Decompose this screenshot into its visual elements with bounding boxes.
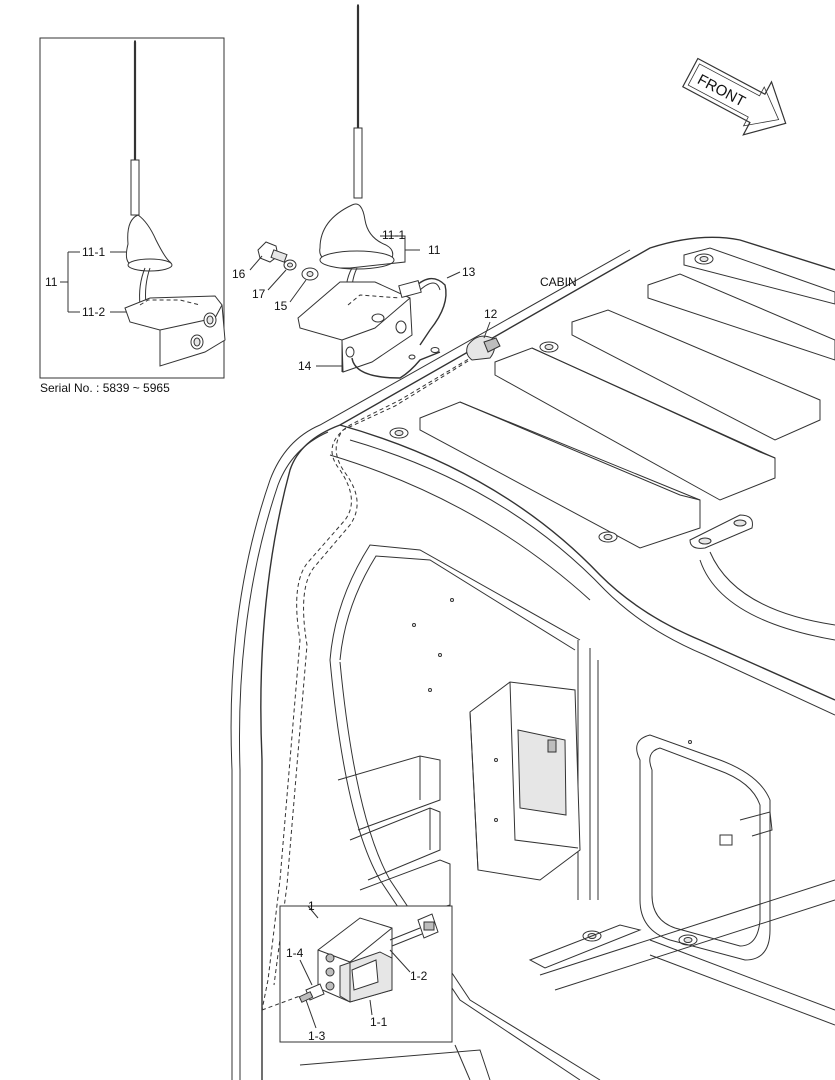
label-1: 1: [308, 899, 315, 913]
label-cabin: CABIN: [540, 275, 577, 289]
inset-label-11-2: 11-2: [82, 305, 105, 319]
label-15: 15: [274, 299, 288, 313]
roof-panels: [419, 247, 835, 549]
label-11-1: 11-1: [382, 228, 405, 242]
label-14: 14: [298, 359, 312, 373]
inset-serial: [39, 37, 226, 379]
label-13: 13: [462, 265, 476, 279]
front-arrow: FRONT: [681, 57, 787, 136]
cabin-body: [230, 236, 835, 1080]
right-window: [636, 734, 773, 961]
bolt-16: [257, 241, 288, 263]
label-11: 11: [428, 243, 441, 257]
label-1-2: 1-2: [410, 969, 428, 983]
console-box: [469, 681, 581, 881]
label-1-1: 1-1: [370, 1015, 388, 1029]
label-1-4: 1-4: [286, 946, 304, 960]
inset-label-11: 11: [45, 275, 58, 289]
label-1-3: 1-3: [308, 1029, 326, 1043]
roof-bolts: [389, 253, 714, 946]
serial-number: Serial No. : 5839 ~ 5965: [40, 381, 170, 395]
antenna-assembly: [249, 4, 501, 379]
label-17: 17: [252, 287, 266, 301]
inset-radio: [261, 905, 453, 1043]
inset-label-11-1: 11-1: [82, 245, 105, 259]
label-16: 16: [232, 267, 246, 281]
seat-panel: [337, 755, 451, 926]
antenna-cable-route: [261, 344, 493, 1011]
label-12: 12: [484, 307, 498, 321]
